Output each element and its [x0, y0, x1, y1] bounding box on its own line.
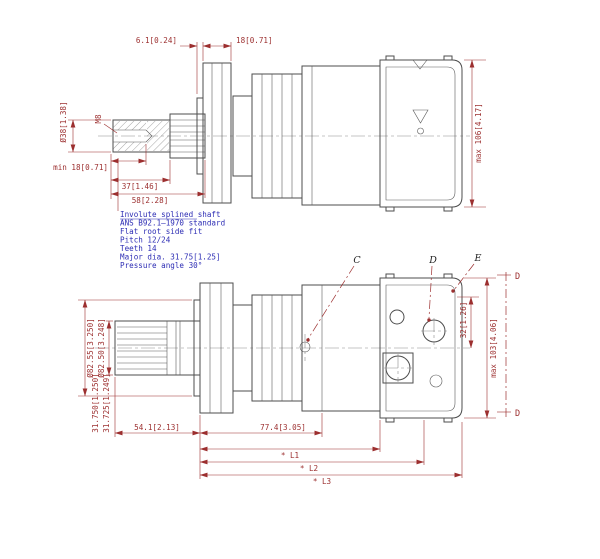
- section-d-top-label: D: [515, 272, 520, 282]
- spline-note: Involute splined shaft ANS B92.1—1970 st…: [117, 158, 225, 270]
- callout-c-label: C: [353, 255, 361, 266]
- note-line-3: Flat root side fit: [120, 227, 202, 236]
- spline-section: [169, 113, 206, 159]
- top-view: 6.1[0.24] 18[0.71] Ø38[1.38] M8 min 18[0…: [53, 36, 486, 212]
- dim-pilot-diameter-upper: Ø82.55[3.250]: [86, 318, 95, 377]
- flange-plate: [202, 62, 232, 204]
- top-flange: [196, 62, 232, 204]
- dim-shaft-diameter: Ø38[1.38]: [59, 101, 68, 142]
- callout-d-label: D: [428, 255, 437, 266]
- dim-spline-diameter-lower: 31.725[1.249]: [102, 373, 111, 432]
- dim-l1: * L1: [281, 451, 300, 460]
- dim-shaft-length-bottom: 54.1[2.13]: [134, 423, 180, 432]
- endcap-outline-bottom: [379, 277, 463, 419]
- top-shaft: [112, 113, 206, 159]
- endcap-port-hole: [417, 127, 424, 135]
- dim-shaft-plain-length: 37[1.46]: [122, 182, 159, 191]
- note-line-1: Involute splined shaft: [120, 210, 221, 219]
- top-endcap: [379, 55, 463, 212]
- note-line-7: Pressure angle 30°: [120, 261, 202, 270]
- dim-thread-depth: min 18[0.71]: [53, 163, 108, 172]
- dim-pilot-diameter-lower: Ø82.50[3.248]: [97, 318, 106, 377]
- note-line-2: ANS B92.1—1970 standard: [120, 219, 225, 228]
- bottom-callouts: C D E: [306, 253, 482, 342]
- drill-tip: [145, 129, 153, 143]
- dim-shaft-length: 58[2.28]: [132, 196, 169, 205]
- dim-l3: * L3: [313, 477, 331, 486]
- port-boss-square: [382, 352, 414, 384]
- dim-height-max-bottom: max 103[4.06]: [489, 318, 498, 377]
- dim-l2: * L2: [300, 464, 318, 473]
- bottom-view: C D E D D Ø82.55[3.250] Ø82.50[3.248]: [78, 253, 520, 486]
- thread-label: M8: [94, 114, 103, 124]
- port-hole-small-bottom: [429, 374, 443, 388]
- endcap-outline: [379, 59, 463, 208]
- dim-body-length: 77.4[3.05]: [260, 423, 306, 432]
- callout-e-label: E: [474, 253, 482, 264]
- dim-flange-offset: 6.1[0.24]: [136, 36, 177, 45]
- note-line-5: Teeth 14: [120, 244, 157, 253]
- section-markers: D D: [497, 272, 520, 419]
- dim-flange-thickness: 18[0.71]: [236, 36, 273, 45]
- port-hole-small-top: [389, 309, 405, 325]
- bottom-endcap: [379, 273, 463, 423]
- dim-spline-diameter-upper: 31.750[1.250]: [91, 373, 100, 432]
- section-d-bottom-label: D: [515, 409, 520, 419]
- top-dimensions: 6.1[0.24] 18[0.71] Ø38[1.38] M8 min 18[0…: [53, 36, 486, 208]
- note-line-4: Pitch 12/24: [120, 236, 171, 245]
- bottom-dimensions: Ø82.55[3.250] Ø82.50[3.248] 31.750[1.250…: [78, 277, 498, 486]
- note-line-6: Major dia. 31.75[1.25]: [120, 253, 221, 262]
- dim-height-max-top: max 106[4.17]: [474, 103, 483, 162]
- dim-port-offset: 32[1.26]: [459, 302, 468, 339]
